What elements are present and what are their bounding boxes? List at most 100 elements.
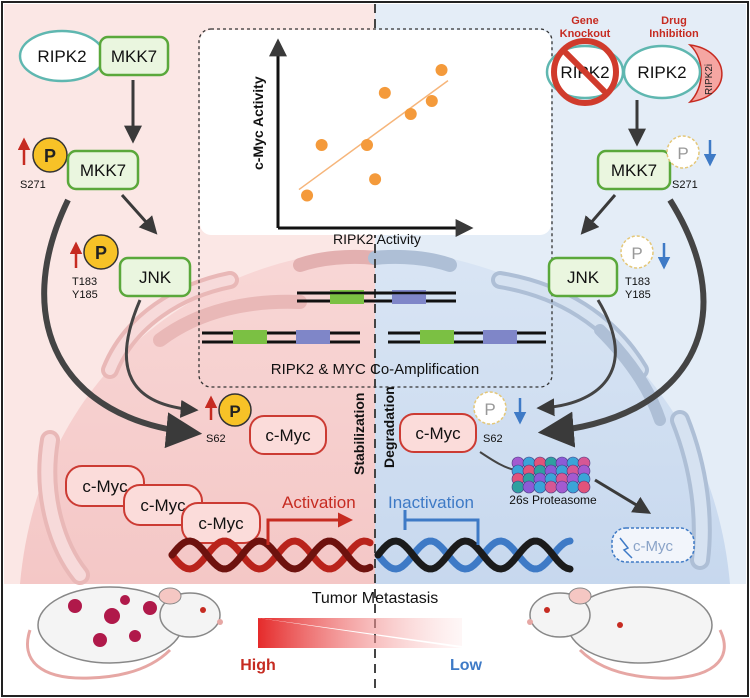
left-cmyc-stabilized: P S62 c-Myc xyxy=(204,393,327,455)
activation-marker: Activation xyxy=(266,493,356,545)
phospho-circle-mkk7 xyxy=(32,137,68,173)
phospho-circle-jnk xyxy=(83,234,119,270)
phospho-label-mkk7: P xyxy=(44,146,56,166)
scatter-point-6 xyxy=(404,108,417,121)
phospho-ghost-label-mkk7: P xyxy=(677,144,688,163)
scatter-chart: RIPK2 Activity c-Myc Activity xyxy=(250,38,474,247)
scatter-point-3 xyxy=(361,139,373,152)
cmyc-label-right: c-Myc xyxy=(415,424,461,443)
activation-arrow xyxy=(266,512,353,545)
dna-segment-top xyxy=(297,290,456,304)
gene-label: Gene xyxy=(571,15,599,27)
ripk2i-label: RIPK2i xyxy=(704,64,715,95)
curved-arrow-mkk7-to-cmyc xyxy=(41,198,203,449)
mkk7-label-right: MKK7 xyxy=(611,161,657,180)
tumor-metastasis-label: Tumor Metastasis xyxy=(312,590,439,607)
co-amplification-label: RIPK2 & MYC Co-Amplification xyxy=(271,361,479,378)
proteasome-label: 26s Proteasome xyxy=(509,493,597,507)
s62-label-left: S62 xyxy=(206,433,226,445)
phospho-label-cmyc: P xyxy=(229,402,240,421)
arrow-mkk7-to-jnk xyxy=(120,194,158,235)
scatter-point-5 xyxy=(378,86,391,99)
degraded-cmyc: c-Myc xyxy=(611,527,695,563)
mkk7-box-top-left xyxy=(98,35,170,77)
cluster-cmyc-label-1: c-Myc xyxy=(82,477,128,496)
phospho-ghost-label-cmyc: P xyxy=(484,400,495,419)
scatter-point-8 xyxy=(435,64,448,77)
co-amplification-dna xyxy=(202,290,546,344)
mouse-low-metastasis-icon xyxy=(527,586,726,680)
scatter-point-2 xyxy=(315,139,328,152)
proteasome-subunit xyxy=(577,480,591,494)
metastasis-gradient-wedge xyxy=(258,618,462,646)
s62-label-right: S62 xyxy=(483,433,503,445)
left-pmkk7: P S271 MKK7 xyxy=(17,137,140,191)
s271-label-left: S271 xyxy=(20,179,46,191)
curved-arrow-mkk7-to-cmyc-right xyxy=(537,198,707,448)
right-jnk: JNK P T183 Y185 xyxy=(547,235,671,301)
s271-label-right: S271 xyxy=(672,179,698,191)
proteasome-subunit xyxy=(544,480,558,494)
ripk2-oval-right xyxy=(622,44,702,100)
cmyc-label-left: c-Myc xyxy=(265,426,311,445)
proteasome-subunit xyxy=(533,480,547,494)
phospho-ghost-label-jnk: P xyxy=(631,244,642,263)
phospho-ghost-mkk7 xyxy=(666,135,700,169)
phospho-label-jnk: P xyxy=(95,243,107,263)
left-ripk2-mkk7: RIPK2 MKK7 xyxy=(18,29,170,83)
chart-frame xyxy=(198,28,553,388)
inactivation-inhibit-line xyxy=(405,518,480,545)
low-label: Low xyxy=(450,657,483,674)
chart-panel xyxy=(200,30,551,235)
mkk7-box-left xyxy=(66,149,140,191)
cluster-cmyc-label-2: c-Myc xyxy=(140,496,186,515)
arrow-proteasome-to-degraded xyxy=(594,478,652,514)
scatter-point-1 xyxy=(301,189,314,202)
ripk2-label-left: RIPK2 xyxy=(37,47,86,66)
t183-label-right: T183 xyxy=(625,276,650,288)
inhibition-label: Inhibition xyxy=(649,28,699,40)
cluster-cmyc-label-3: c-Myc xyxy=(198,514,244,533)
mkk7-label-top-left: MKK7 xyxy=(111,47,157,66)
activation-label: Activation xyxy=(282,493,356,512)
high-label: High xyxy=(240,657,276,674)
degraded-cmyc-label: c-Myc xyxy=(633,538,673,555)
proteasome-subunit xyxy=(522,480,536,494)
jnk-box-right xyxy=(547,256,619,298)
dna-helix xyxy=(168,537,574,573)
fragment-lightning-icon xyxy=(619,537,633,559)
phospho-ghost-cmyc xyxy=(473,391,507,425)
y185-label-left: Y185 xyxy=(72,289,98,301)
dna-segment-right xyxy=(388,330,546,344)
inactivation-marker: Inactivation xyxy=(388,493,480,545)
cmyc-box-left xyxy=(249,415,327,455)
degradation-label: Degradation xyxy=(381,386,397,468)
y-axis-label: c-Myc Activity xyxy=(250,76,266,170)
t183-label-left: T183 xyxy=(72,276,97,288)
y185-label-right: Y185 xyxy=(625,289,651,301)
proteasome-icon xyxy=(511,456,591,494)
dna-segment-left xyxy=(202,330,360,344)
metastasis-gradient-triangle xyxy=(258,618,462,648)
prohibition-circle xyxy=(551,38,619,106)
er-membranes xyxy=(37,249,712,585)
scatter-points xyxy=(301,64,448,202)
phospho-ghost-jnk xyxy=(620,235,654,269)
x-axis-label: RIPK2 Activity xyxy=(333,231,421,247)
right-cmyc-degraded: c-Myc P S62 xyxy=(399,391,527,453)
jnk-box-left xyxy=(118,256,192,298)
proteasome-subunit xyxy=(566,480,580,494)
cmyc-box-right xyxy=(399,413,477,453)
ripk2-knockout: RIPK2 xyxy=(545,38,625,106)
ripk2-drug-inhibited: RIPK2i RIPK2 xyxy=(622,43,723,104)
mouse-high-metastasis-icon xyxy=(26,586,223,680)
jnk-label-right: JNK xyxy=(567,268,600,287)
ripk2i-inhibitor xyxy=(687,43,723,104)
drug-label: Drug xyxy=(661,15,687,27)
curved-arrow-jnk-to-cmyc xyxy=(124,299,199,418)
knockout-label: Knockout xyxy=(560,28,611,40)
scatter-point-4 xyxy=(369,173,382,186)
scatter-point-7 xyxy=(425,95,438,108)
